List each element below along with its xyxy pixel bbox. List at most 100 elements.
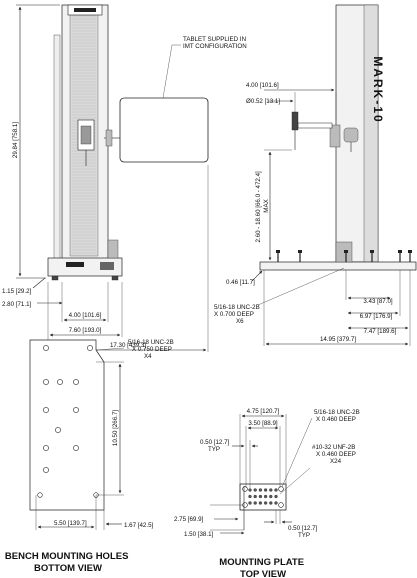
plate-small-hole bbox=[248, 488, 252, 492]
side-view: MARK-10 4.00 [101.6] Ø0.52 [13.1] 2.60 -… bbox=[214, 4, 417, 346]
front-view: TABLET SUPPLIED IN 29.84 [758.1] 1.15 [2… bbox=[2, 4, 246, 352]
plate-small-hole bbox=[253, 501, 257, 505]
dim-h2: 1.50 [38.1] bbox=[184, 531, 214, 538]
plate-small-hole bbox=[263, 501, 268, 505]
plate-small-hole bbox=[258, 488, 263, 492]
side-arm bbox=[297, 122, 333, 129]
dim-bh-edge: 1.67 [42.5] bbox=[124, 522, 154, 529]
bench-holes-view: 10.50 [266.7] 5/16-18 UNC-2B X 0.750 DEE… bbox=[5, 339, 174, 574]
plate-small-hole bbox=[248, 494, 252, 499]
column-label-strip bbox=[363, 4, 379, 263]
bench-hole bbox=[57, 379, 63, 385]
bolt-head bbox=[344, 250, 348, 253]
thread-leader bbox=[257, 267, 345, 306]
dim-h1: 2.75 [69.9] bbox=[174, 516, 204, 523]
tablet-mount bbox=[105, 129, 113, 147]
dim-base-h: 0.46 [11.7] bbox=[226, 279, 255, 286]
bench-hole bbox=[73, 445, 79, 451]
force-gauge bbox=[80, 125, 92, 145]
dim-overall-depth: 14.95 [379.7] bbox=[320, 336, 356, 343]
base-control bbox=[100, 262, 114, 270]
dim-c: 7.47 [189.6] bbox=[364, 328, 397, 335]
dim-height: 29.84 [758.1] bbox=[12, 122, 19, 158]
cap-logo bbox=[74, 8, 96, 12]
plate-small-hole bbox=[274, 501, 278, 505]
plate-small-hole bbox=[258, 494, 263, 499]
mounting-plate-view: 4.75 [120.7] 3.50 [88.9] 0.50 [12.7] TYP… bbox=[174, 408, 361, 578]
plate-small-hole bbox=[263, 488, 268, 492]
bench-note-leader bbox=[95, 347, 125, 351]
bolt-head bbox=[276, 250, 280, 253]
foot-right bbox=[111, 275, 119, 281]
plate-small-hole bbox=[253, 494, 257, 499]
bench-caption: BENCH MOUNTING HOLES BOTTOM VIEW bbox=[5, 551, 131, 574]
gauge-knob bbox=[343, 127, 359, 143]
plate-small-hole bbox=[269, 501, 273, 505]
dim-b: 6.97 [176.9] bbox=[360, 313, 393, 320]
plate-note-large: 5/16-18 UNC-2B X 0.460 DEEP bbox=[314, 409, 361, 423]
dim-base-offset: 2.80 [71.1] bbox=[2, 301, 32, 308]
foot-left bbox=[51, 275, 59, 281]
base-side bbox=[259, 261, 417, 271]
plate-small-hole bbox=[269, 488, 273, 492]
dim-travel: 2.60 - 18.60 [66.0 - 472.4] MAX bbox=[255, 170, 270, 243]
bench-hole bbox=[43, 467, 49, 473]
thread-note: 5/16-18 UNC-2B X 0.700 DEEP X6 bbox=[214, 304, 261, 325]
bench-hole bbox=[43, 445, 49, 451]
dim-pitch-top: 0.50 [12.7] TYP bbox=[200, 439, 231, 453]
plate-small-hole bbox=[269, 494, 273, 499]
plate-small-hole bbox=[274, 494, 278, 499]
rail-ticks bbox=[72, 15, 96, 254]
plate-caption: MOUNTING PLATE TOP VIEW bbox=[219, 557, 306, 578]
tablet-note: TABLET SUPPLIED IN bbox=[183, 36, 246, 43]
side-rod-clamp bbox=[291, 111, 299, 131]
dim-arm-reach: 4.00 [101.6] bbox=[246, 82, 279, 89]
base-outline bbox=[29, 339, 105, 511]
plate-small-hole bbox=[248, 501, 252, 505]
dim-base-height: 1.15 [29.2] bbox=[2, 288, 32, 295]
plate-hole-pattern bbox=[242, 486, 284, 508]
bench-hole bbox=[37, 492, 43, 498]
dim-bh-width: 5.50 [139.7] bbox=[54, 520, 87, 527]
plate-small-hole bbox=[263, 494, 268, 499]
dim-plate-outer: 4.75 [120.7] bbox=[247, 408, 280, 415]
dim-plate-inner: 3.50 [88.9] bbox=[248, 420, 278, 427]
plate-large-hole bbox=[242, 486, 248, 492]
plate-note-small: #10-32 UNF-2B X 0.460 DEEP X24 bbox=[312, 444, 358, 465]
bolt-head bbox=[408, 250, 412, 253]
side-gauge bbox=[329, 124, 341, 148]
column-label: MARK-10 bbox=[371, 56, 385, 123]
bench-hole bbox=[43, 379, 49, 385]
bench-hole bbox=[43, 345, 49, 351]
dim-bh-length: 10.50 [266.7] bbox=[112, 410, 119, 446]
handwheel bbox=[107, 239, 119, 259]
bolt-head bbox=[398, 250, 402, 253]
side-panel bbox=[53, 34, 61, 261]
leader-base-h bbox=[32, 277, 46, 289]
bolt-head bbox=[370, 250, 374, 253]
dim-a: 3.43 [87.0] bbox=[363, 298, 393, 305]
plate-outline bbox=[239, 483, 287, 511]
dim-rod-dia: Ø0.52 [13.1] bbox=[246, 98, 280, 105]
bench-hole-pattern bbox=[37, 345, 99, 498]
bench-hole bbox=[55, 427, 61, 433]
leader-base-h-side bbox=[251, 270, 263, 282]
plate-large-hole bbox=[278, 502, 284, 508]
dim-overall-width: 17.30 [439.3] bbox=[110, 342, 146, 349]
base-logo bbox=[66, 262, 84, 267]
bench-hole bbox=[73, 407, 79, 413]
bench-hole bbox=[73, 379, 79, 385]
plate-small-hole bbox=[274, 488, 278, 492]
bench-hole bbox=[43, 407, 49, 413]
bench-hole bbox=[87, 345, 93, 351]
base-bolts bbox=[276, 250, 412, 262]
plate-small-hole bbox=[258, 501, 263, 505]
plate-small-hole bbox=[253, 488, 257, 492]
tablet bbox=[119, 97, 209, 163]
dim-base-width: 7.60 [193.0] bbox=[69, 327, 102, 334]
bolt-head bbox=[298, 250, 302, 253]
dim-foot-spacing: 4.00 [101.6] bbox=[69, 312, 102, 319]
tablet-note-line2: IMT CONFIGURATION bbox=[183, 43, 247, 50]
plate-large-hole bbox=[278, 486, 284, 492]
